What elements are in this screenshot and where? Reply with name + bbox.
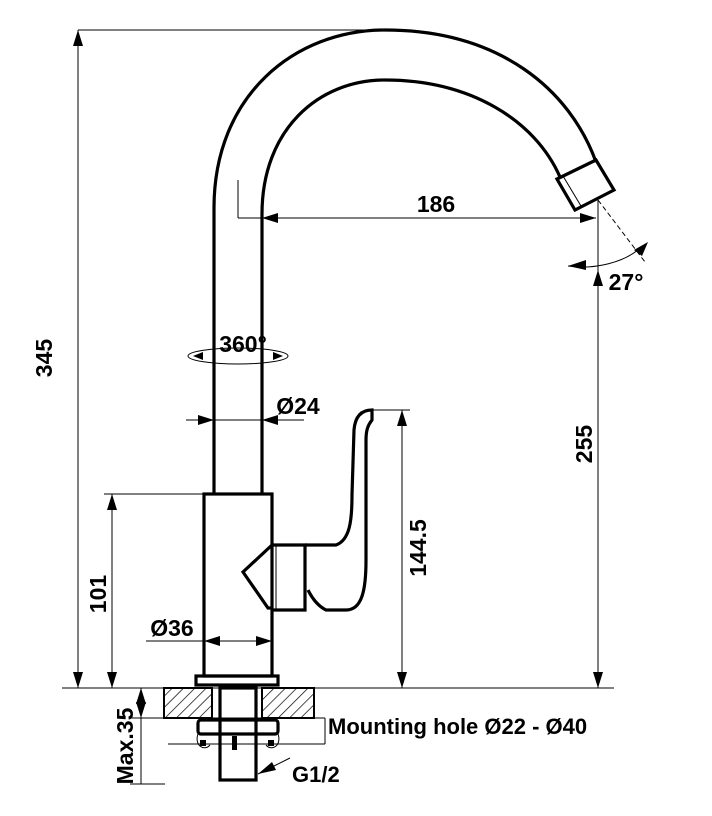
body-height-label: 101 — [85, 575, 111, 614]
overall-height-label: 345 — [31, 339, 57, 378]
mounting-section — [62, 686, 614, 785]
pipe-diameter-label: Ø24 — [276, 393, 320, 419]
countertop-left — [163, 687, 213, 719]
thread-note: G1/2 — [292, 762, 340, 787]
spout-reach-label: 186 — [417, 191, 455, 217]
dimension-lines — [73, 29, 648, 784]
spout-angle-label: 27° — [609, 269, 644, 295]
spout-height-label: 255 — [571, 425, 597, 464]
body-diameter-label: Ø36 — [150, 615, 193, 641]
faucet-outline — [194, 28, 617, 687]
mounting-hole-note: Mounting hole Ø22 - Ø40 — [328, 714, 587, 739]
rotation-label: 360° — [219, 331, 267, 357]
countertop-right — [261, 687, 315, 719]
lever-height-label: 144.5 — [405, 519, 431, 577]
max-thickness-label: Max.35 — [112, 707, 138, 784]
